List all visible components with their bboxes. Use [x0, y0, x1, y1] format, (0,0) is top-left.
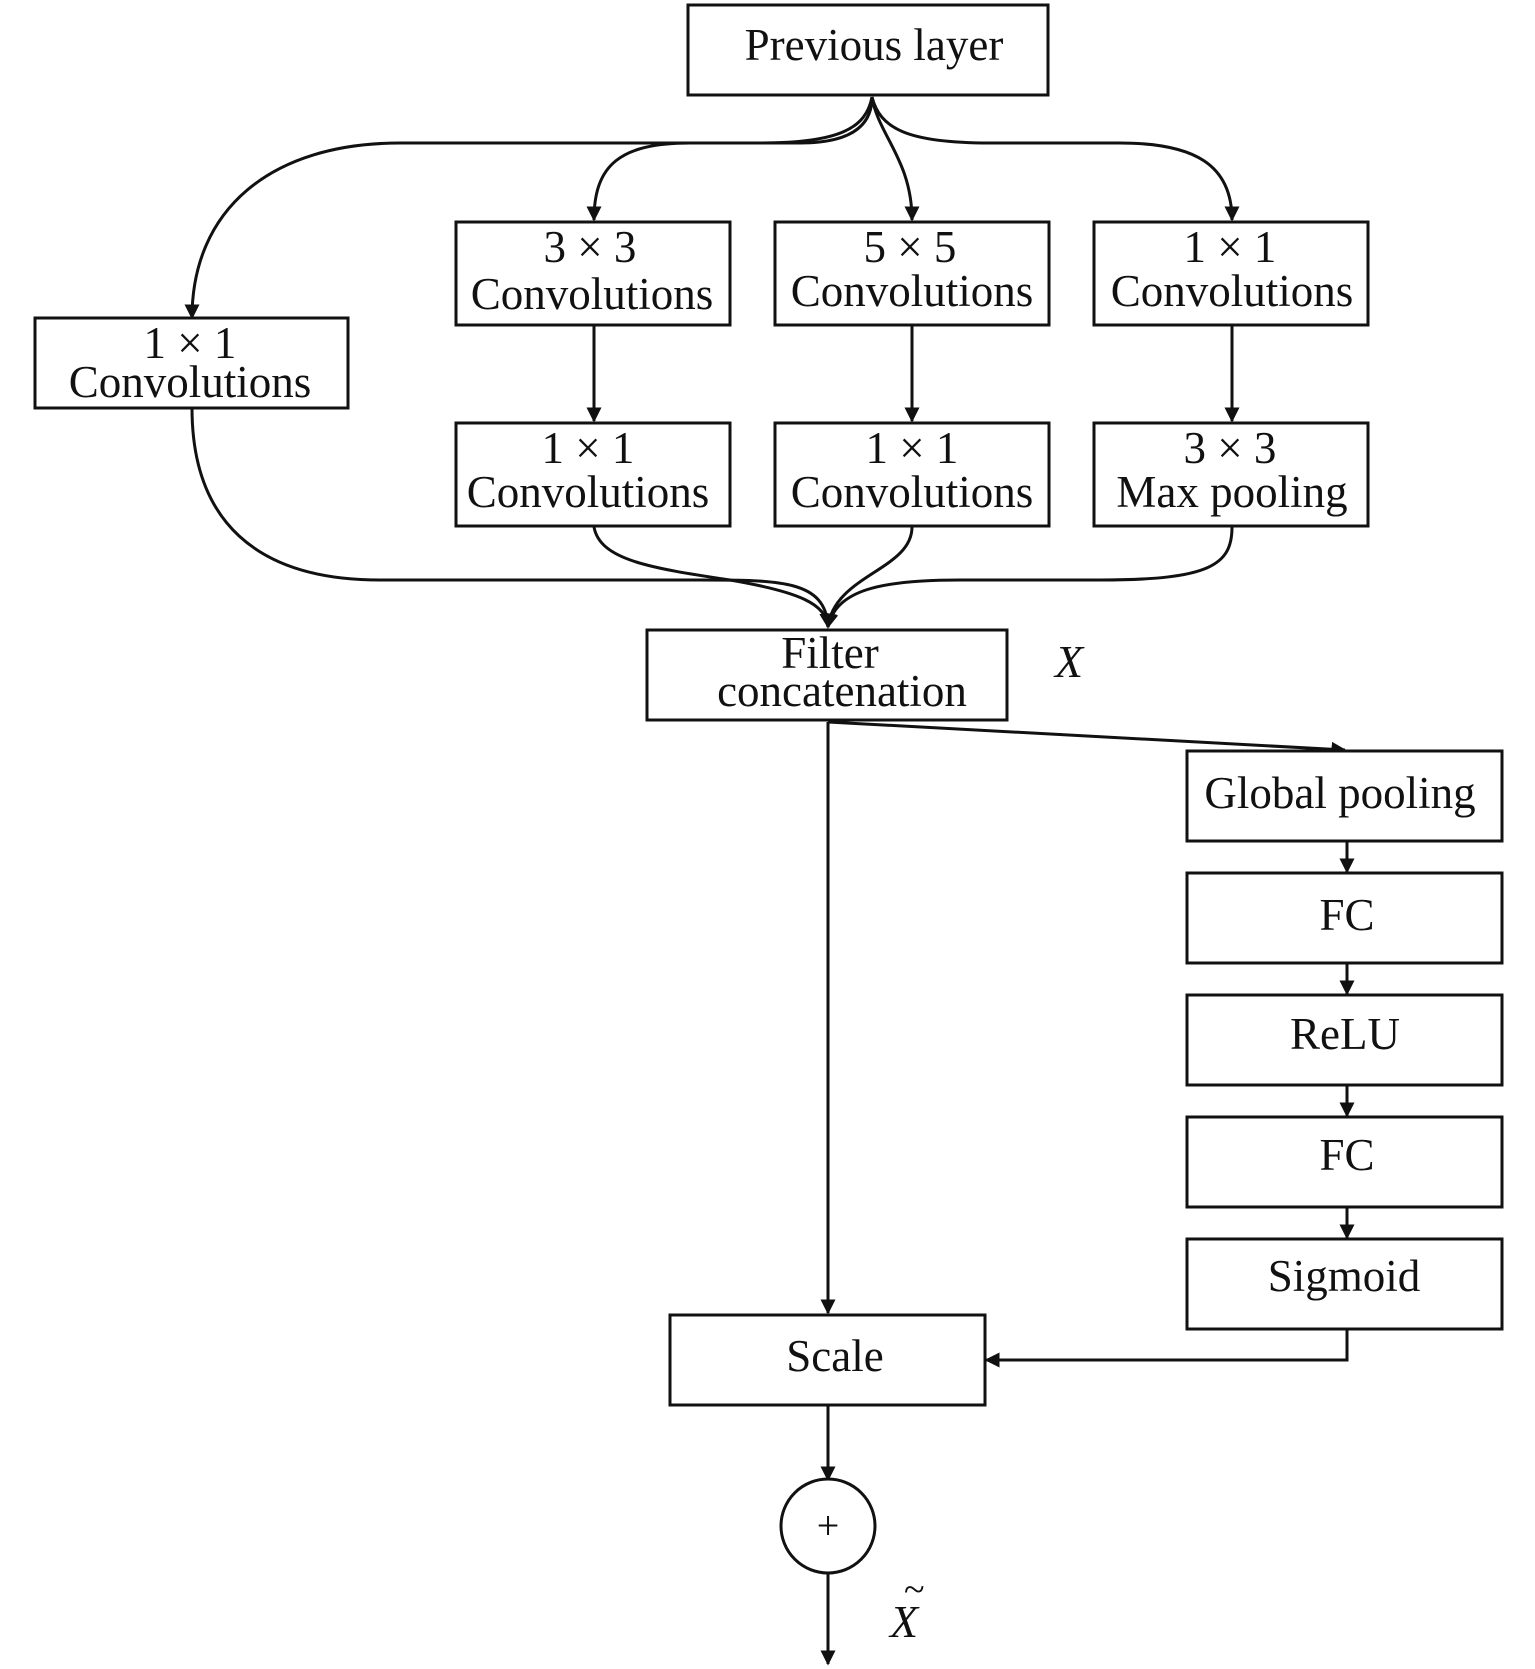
node-fc1: FC [1185, 871, 1504, 965]
branch4-conv1x1-type: Convolutions [1111, 266, 1354, 316]
node-branch4-maxpool: 3 × 3 Max pooling [1092, 421, 1370, 528]
branch4-maxpool-type: Max pooling [1116, 467, 1347, 517]
branch3-conv5x5-size: 5 × 5 [864, 222, 957, 272]
node-branch4-conv1x1: 1 × 1 Convolutions [1092, 220, 1370, 327]
add-symbol: + [817, 1503, 840, 1548]
node-relu: ReLU [1185, 993, 1504, 1087]
node-branch2-conv3x3: 3 × 3 Convolutions [454, 220, 732, 327]
branch1-conv1x1-size: 1 × 1 [144, 318, 237, 368]
relu-label: ReLU [1290, 1009, 1400, 1059]
branch4-conv1x1-size: 1 × 1 [1184, 222, 1277, 272]
node-fc2: FC [1185, 1115, 1504, 1209]
edge-previous-to-branch4 [870, 96, 1240, 222]
node-branch1-conv1x1: 1 × 1 Convolutions [33, 316, 350, 410]
fc1-label: FC [1319, 890, 1374, 940]
scale-label: Scale [786, 1331, 883, 1381]
branch3-conv1x1-size: 1 × 1 [866, 423, 959, 473]
branch3-conv1x1-type: Convolutions [791, 467, 1034, 517]
node-filter-concatenation: Filter concatenation [645, 628, 1009, 722]
x-tilde-symbol: X [888, 1596, 920, 1647]
fc2-label: FC [1319, 1130, 1374, 1180]
edge-previous-to-branch3 [870, 96, 920, 222]
branch2-conv3x3-size: 3 × 3 [544, 222, 637, 272]
branch2-conv1x1-type: Convolutions [467, 467, 710, 517]
node-global-pooling: Global pooling [1185, 749, 1504, 843]
node-previous-layer: Previous layer [686, 3, 1050, 97]
branch2-conv3x3-type: Convolutions [471, 269, 714, 319]
filter-concat-line2: concatenation [717, 666, 967, 716]
x-symbol: X [1053, 636, 1085, 687]
sigmoid-label: Sigmoid [1268, 1251, 1421, 1301]
filter-concat-line1: Filter [781, 628, 879, 678]
edge-branch4-to-concat [823, 526, 1234, 629]
edge-branch3-to-concat [822, 526, 914, 629]
node-branch3-conv1x1: 1 × 1 Convolutions [773, 421, 1051, 528]
branch4-maxpool-size: 3 × 3 [1184, 423, 1277, 473]
edge-branch1-to-concat [190, 407, 835, 629]
node-sigmoid: Sigmoid [1185, 1237, 1504, 1331]
node-scale: Scale [668, 1313, 987, 1407]
edges [184, 96, 1355, 1666]
edge-sigmoid-to-scale [984, 1330, 1349, 1368]
edge-previous-to-branch1 [184, 96, 874, 320]
node-branch2-conv1x1: 1 × 1 Convolutions [454, 421, 732, 528]
previous-layer-label: Previous layer [745, 20, 1004, 70]
branch1-conv1x1-type: Convolutions [69, 357, 312, 407]
node-branch3-conv5x5: 5 × 5 Convolutions [773, 220, 1051, 327]
edge-concat-to-global-pooling [827, 720, 1347, 757]
global-pooling-label: Global pooling [1204, 768, 1475, 818]
node-add: + [779, 1477, 877, 1575]
edge-branch2-to-concat [592, 526, 835, 629]
x-tilde-accent: ~ [904, 1569, 925, 1611]
branch2-conv1x1-size: 1 × 1 [542, 423, 635, 473]
edge-previous-to-branch2 [586, 96, 874, 222]
branch3-conv5x5-type: Convolutions [791, 266, 1034, 316]
